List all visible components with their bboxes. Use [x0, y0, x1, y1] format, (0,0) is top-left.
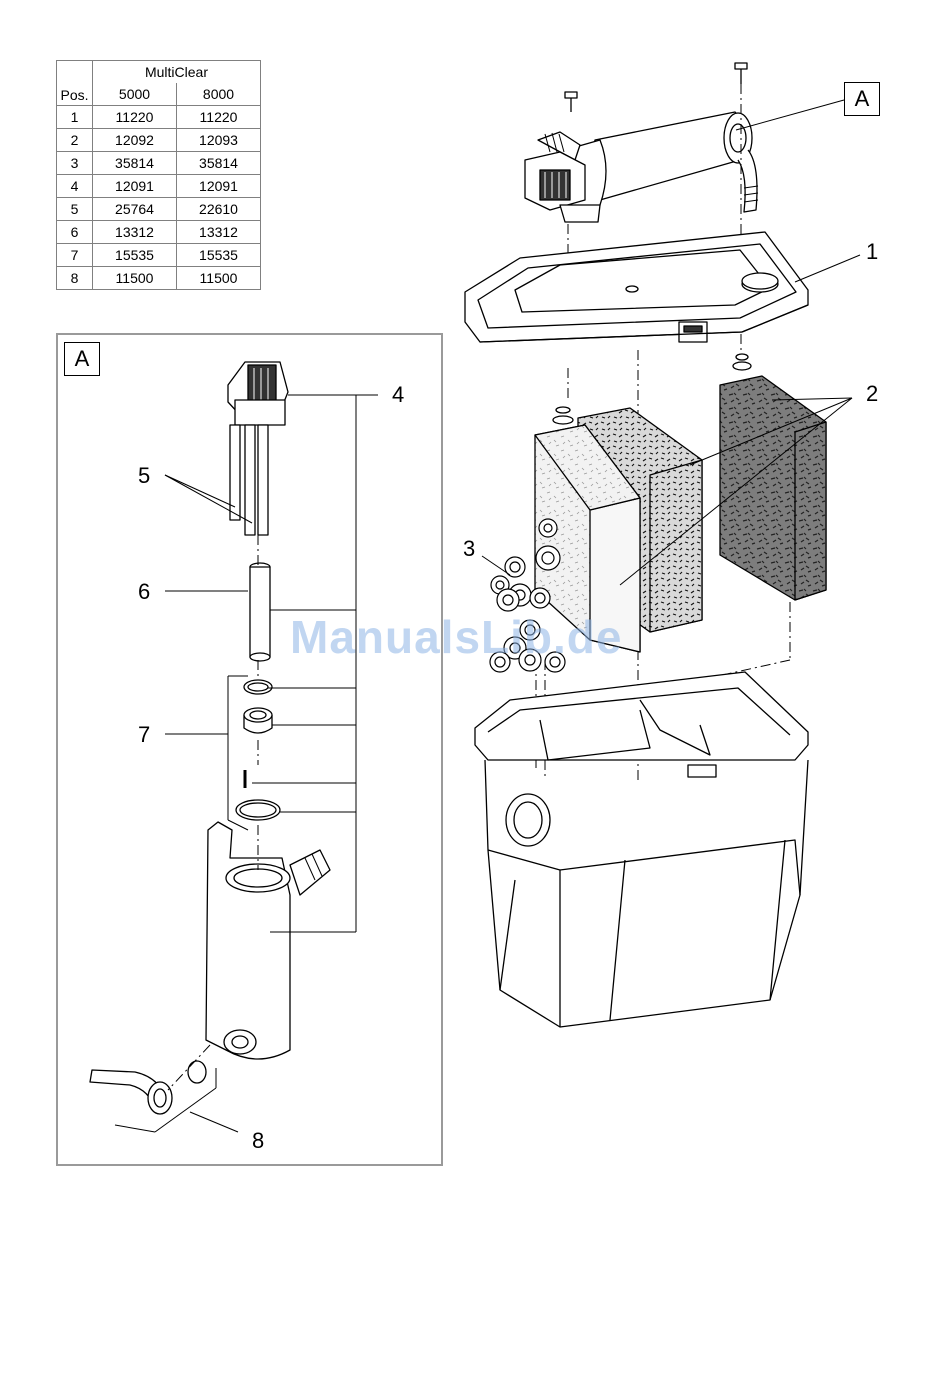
callout-3: 3: [463, 538, 475, 560]
screw-right: [735, 63, 747, 84]
callout-4: 4: [392, 384, 404, 406]
callout-8: 8: [252, 1130, 264, 1152]
callout-5: 5: [138, 465, 150, 487]
watermark: ManualsLib.de: [290, 610, 622, 664]
filter-lid: [465, 232, 808, 342]
screw-left: [565, 92, 577, 112]
callout-7: 7: [138, 724, 150, 746]
uv-clarifier-unit: [525, 63, 758, 222]
callout-1: 1: [866, 241, 878, 263]
filter-tub: [475, 672, 808, 1027]
detail-assembly: [90, 362, 330, 1114]
callout-6: 6: [138, 581, 150, 603]
callout-2: 2: [866, 383, 878, 405]
